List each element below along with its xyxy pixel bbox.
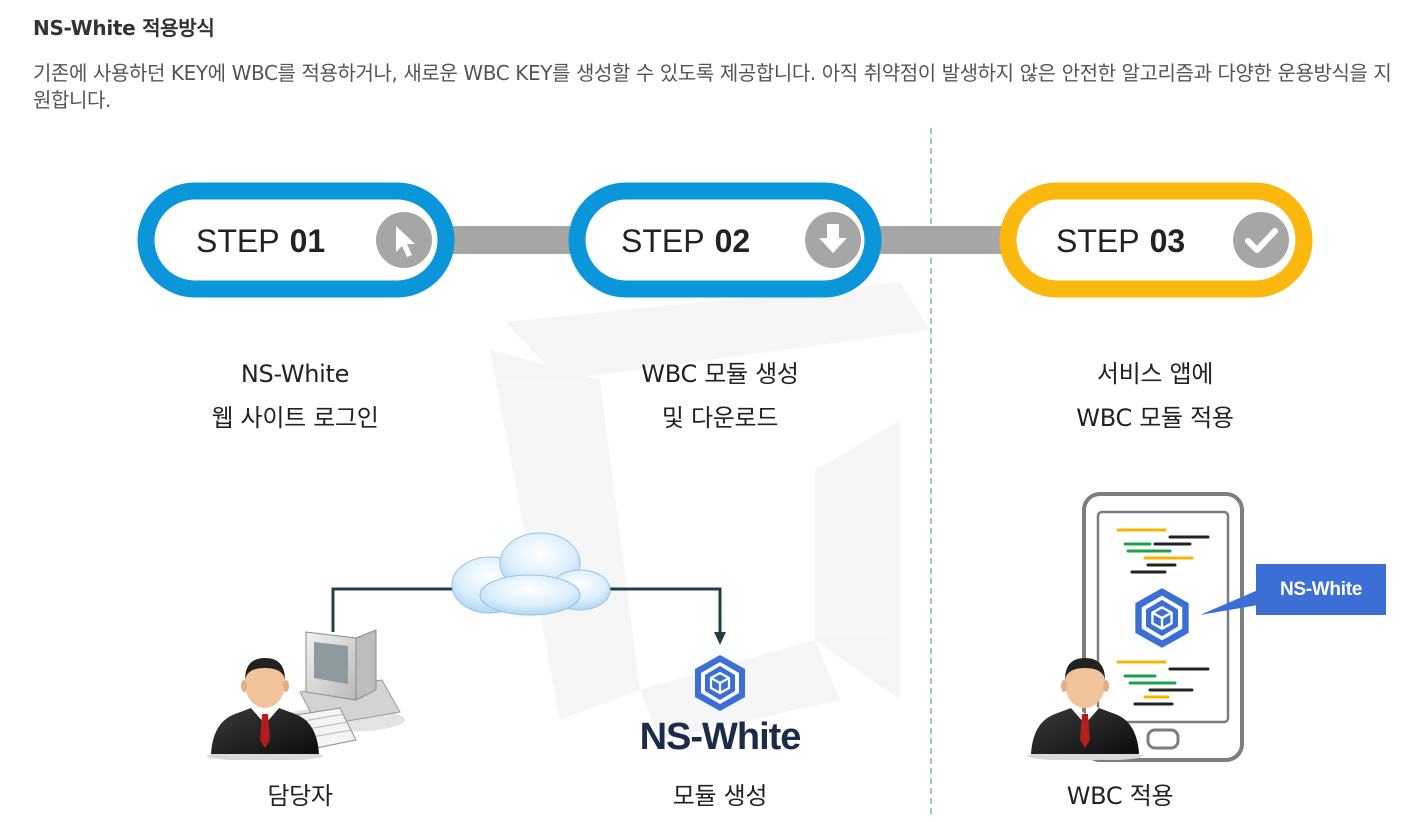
ns-white-callout: NS-White: [1256, 564, 1386, 615]
step-03-label: 서비스 앱에 WBC 모듈 적용: [1030, 352, 1280, 440]
smartphone-icon: [1082, 492, 1244, 762]
cursor-icon: [376, 212, 432, 268]
person-caption: 담당자: [267, 782, 333, 810]
computer-icon: [275, 629, 405, 751]
step-02-prefix: STEP: [621, 223, 705, 259]
checkmark-icon: [1233, 212, 1289, 268]
step-02-label: WBC 모듈 생성 및 다운로드: [595, 352, 845, 440]
download-arrow-icon: [805, 212, 861, 268]
step-02-number: 02: [715, 223, 751, 259]
step-02-pill: STEP 02: [568, 182, 882, 298]
step-01-number: 01: [290, 223, 326, 259]
module-caption: 모듈 생성: [672, 782, 768, 810]
code-lines-bottom: [1116, 660, 1210, 706]
page-description: 기존에 사용하던 KEY에 WBC를 적용하거나, 새로운 WBC KEY를 생…: [33, 61, 1392, 112]
step-03-prefix: STEP: [1056, 223, 1140, 259]
step-01-label-line-1: NS-White: [240, 360, 350, 388]
step-03-number: 03: [1150, 223, 1186, 259]
step-01-prefix: STEP: [196, 223, 280, 259]
step-02-label-line-1: WBC 모듈 생성: [641, 360, 799, 388]
step-03-label-line-2: WBC 모듈 적용: [1076, 404, 1234, 432]
code-lines-top: [1116, 528, 1210, 574]
step-03-pill: STEP 03: [999, 182, 1313, 298]
step-01-label: NS-White 웹 사이트 로그인: [170, 352, 420, 440]
apply-caption: WBC 적용: [1066, 782, 1174, 810]
step-03-label-line-1: 서비스 앱에: [1096, 360, 1214, 388]
step-01-pill: STEP 01: [137, 182, 455, 298]
callout-pointer: [1200, 590, 1258, 615]
page-title: NS-White 적용방식: [33, 16, 215, 40]
step-02-label-line-2: 및 다운로드: [661, 404, 779, 432]
ns-white-brand-text: NS-White: [639, 716, 802, 758]
network-arrowhead: [714, 632, 726, 645]
cloud-icon: [451, 532, 611, 616]
step-01-label-line-2: 웹 사이트 로그인: [211, 404, 379, 432]
